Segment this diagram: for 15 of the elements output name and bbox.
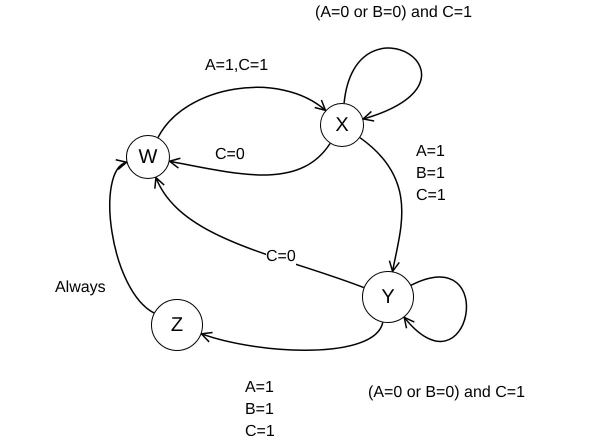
transition-arrow [403, 276, 468, 342]
state-name: Y [381, 286, 395, 308]
state-circle [362, 271, 414, 323]
state-circle [320, 103, 364, 147]
state-circle [126, 135, 170, 179]
transition-arrow [200, 322, 384, 351]
state-circle [151, 299, 203, 351]
transition-arrow [168, 143, 331, 176]
state-name: Z [170, 314, 184, 336]
state-name: X [335, 114, 349, 136]
transition-arrow [157, 86, 326, 138]
state-name: W [138, 146, 158, 168]
transition-arrow [343, 48, 422, 121]
transition-arrow [109, 162, 154, 314]
transition-arrow [360, 137, 402, 272]
